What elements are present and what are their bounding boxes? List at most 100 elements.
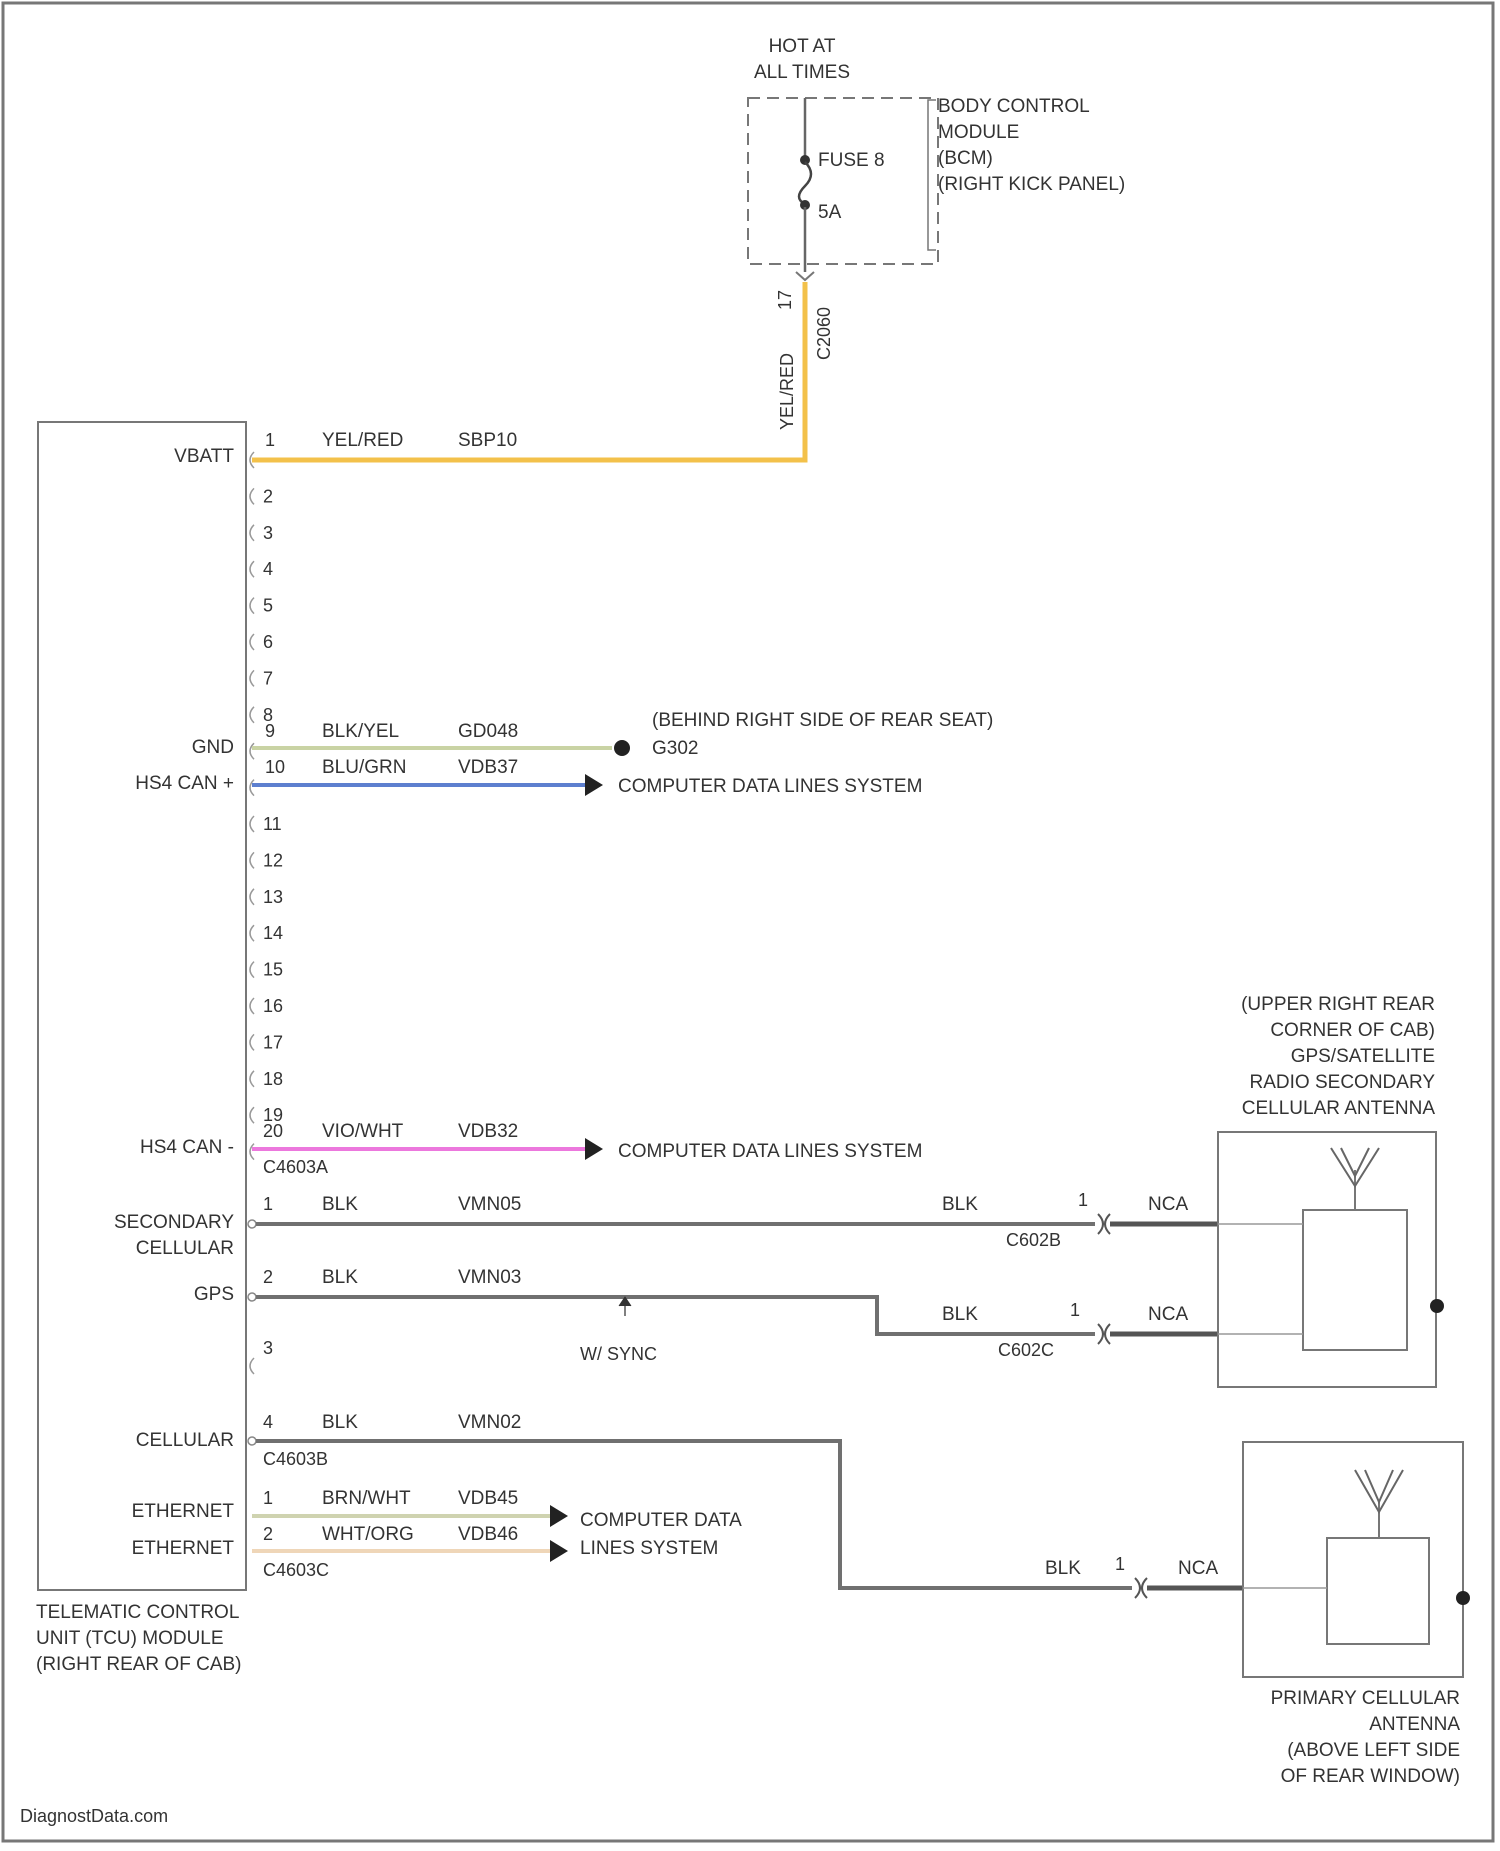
gnd-wire-color: BLK/YEL	[322, 721, 399, 742]
fuse-label: FUSE 8	[818, 150, 885, 171]
primary-antenna-location-1: (ABOVE LEFT SIDE	[1287, 1740, 1460, 1761]
cavity	[248, 1437, 256, 1445]
inline-connector-icon	[1142, 1578, 1147, 1598]
hot-at-label: HOT AT	[769, 36, 836, 57]
hs4-minus-destination: COMPUTER DATA LINES SYSTEM	[618, 1141, 922, 1162]
inline-connector-icon	[1135, 1578, 1140, 1598]
bcm-connector-icon	[796, 272, 814, 280]
pin-number: 17	[263, 1032, 283, 1052]
tcu-box	[38, 422, 246, 1590]
pin-number: 6	[263, 632, 273, 652]
pin-number: 13	[263, 887, 283, 907]
pin-label-ethernet-2: ETHERNET	[132, 1538, 235, 1559]
primary-antenna: PRIMARY CELLULAR ANTENNA (ABOVE LEFT SID…	[1243, 1442, 1470, 1787]
primary-antenna-name-1: PRIMARY CELLULAR	[1271, 1688, 1460, 1709]
vbatt-wire-color: YEL/RED	[322, 430, 403, 451]
cavity	[250, 1358, 254, 1374]
wire-secondary-cellular: 1 BLK VMN05 BLK 1 NCA C602B	[256, 1190, 1218, 1250]
secondary-antenna-pin: 1	[1078, 1190, 1088, 1210]
pin-cavity	[250, 962, 254, 978]
ground-point-icon	[1430, 1299, 1444, 1313]
inline-connector-icon	[1105, 1324, 1110, 1344]
wire-gps: W/ SYNC 2 BLK VMN03 BLK 1 NCA C602C	[256, 1267, 1218, 1364]
pin-label-secondary-cellular: CELLULAR	[136, 1238, 234, 1259]
bcm-dashed-box	[748, 98, 938, 264]
pin-label-hs4-can-minus: HS4 CAN -	[140, 1137, 234, 1158]
secondary-antenna-element	[1303, 1210, 1407, 1350]
arrow-right-icon	[585, 774, 603, 796]
pin-cavity	[250, 1144, 254, 1160]
pin-cavity	[250, 816, 254, 832]
wire-hs4-can-plus: 10 BLU/GRN VDB37 COMPUTER DATA LINES SYS…	[252, 757, 922, 797]
inline-connector-icon	[1105, 1214, 1110, 1234]
bcm-out-pin: 17	[775, 290, 795, 310]
primary-antenna-pin: 1	[1115, 1554, 1125, 1574]
pin-cavity	[250, 1107, 254, 1123]
gps-antenna-nca: NCA	[1148, 1304, 1188, 1325]
pin-cavity	[250, 561, 254, 577]
hs4-plus-circuit: VDB37	[458, 757, 518, 778]
wire-vbatt: 1 YEL/RED SBP10	[252, 282, 805, 460]
pin-number: 16	[263, 996, 283, 1016]
eth1-wire-color: BRN/WHT	[322, 1488, 411, 1509]
bcm-vertical-wire-color: YEL/RED	[777, 353, 797, 430]
pin-cavity	[250, 1071, 254, 1087]
pin-label-ethernet-1: ETHERNET	[132, 1501, 235, 1522]
secondary-antenna-name-1: GPS/SATELLITE	[1291, 1046, 1435, 1067]
gps-antenna-pin: 1	[1070, 1300, 1080, 1320]
pin-cavity	[250, 998, 254, 1014]
hs4-plus-wire-color: BLU/GRN	[322, 757, 406, 778]
inline-connector-icon	[1098, 1324, 1103, 1344]
tcu-connector-a: 2345678111213141516171819	[250, 452, 283, 1160]
tcu-name-2: UNIT (TCU) MODULE	[36, 1628, 224, 1649]
pin-number: 5	[263, 596, 273, 616]
cavity	[248, 1220, 256, 1228]
bcm-out-connector: C2060	[814, 307, 834, 360]
secondary-antenna-name-3: CELLULAR ANTENNA	[1242, 1098, 1436, 1119]
hs4-minus-circuit: VDB32	[458, 1121, 518, 1142]
pin-cavity	[250, 1034, 254, 1050]
arrow-right-icon	[550, 1540, 568, 1562]
pin-cavity	[250, 488, 254, 504]
vbatt-pin: 1	[265, 430, 275, 450]
pin-cavity	[250, 925, 254, 941]
fuse-element-icon	[799, 162, 811, 204]
cavity	[248, 1293, 256, 1301]
pin-number: 4	[263, 559, 273, 579]
primary-antenna-location-2: OF REAR WINDOW)	[1281, 1766, 1460, 1787]
connector-c-id: C4603C	[263, 1560, 329, 1580]
pin-cavity	[250, 743, 254, 759]
wire-ethernet: 1 BRN/WHT VDB45 2 WHT/ORG VDB46 C4603C C…	[252, 1488, 742, 1580]
pin-number: 12	[263, 850, 283, 870]
bcm-location: (RIGHT KICK PANEL)	[938, 174, 1125, 195]
gnd-circuit: GD048	[458, 721, 518, 742]
tcu-location: (RIGHT REAR OF CAB)	[36, 1654, 242, 1675]
wire-gnd: 9 BLK/YEL GD048 (BEHIND RIGHT SIDE OF RE…	[252, 710, 993, 759]
eth2-wire-color: WHT/ORG	[322, 1524, 414, 1545]
pin-label-gnd: GND	[192, 737, 234, 758]
inline-connector-icon	[1098, 1214, 1103, 1234]
watermark: DiagnostData.com	[20, 1806, 168, 1826]
primary-antenna-nca: NCA	[1178, 1558, 1218, 1579]
eth2-circuit: VDB46	[458, 1524, 518, 1545]
eth2-pin: 2	[263, 1524, 273, 1544]
pin-number: 14	[263, 923, 283, 943]
secondary-wire-color: BLK	[322, 1194, 358, 1215]
secondary-antenna-box	[1218, 1132, 1436, 1387]
pin-cavity	[250, 525, 254, 541]
cellular-wire-color: BLK	[322, 1412, 358, 1433]
connector-a-id: C4603A	[263, 1157, 328, 1177]
wire-hs4-can-minus: 20 VIO/WHT VDB32 C4603A COMPUTER DATA LI…	[252, 1121, 922, 1177]
pin-number: 7	[263, 668, 273, 688]
primary-antenna-element	[1327, 1538, 1429, 1644]
bcm-bracket	[928, 100, 936, 250]
pin-label-vbatt: VBATT	[174, 446, 234, 467]
pin-number: 15	[263, 960, 283, 980]
bcm-name-1: BODY CONTROL	[938, 96, 1090, 117]
pin-number: 11	[263, 814, 282, 834]
hs4-minus-wire-color: VIO/WHT	[322, 1121, 404, 1142]
bcm-name-2: MODULE	[938, 122, 1019, 143]
ground-point-icon	[1456, 1591, 1470, 1605]
